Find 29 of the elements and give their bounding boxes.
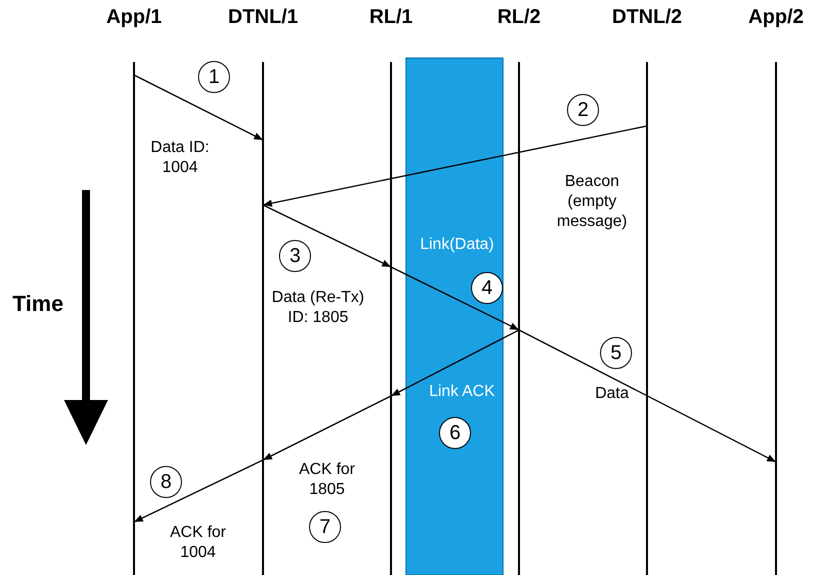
step-number: 2 <box>567 94 599 126</box>
lifeline-label: RL/2 <box>496 6 542 29</box>
edge-label: Link(Data) <box>419 235 495 255</box>
message-arrow <box>262 204 392 268</box>
edge-label: Beacon (empty message) <box>556 172 628 232</box>
edge-label: ACK for 1805 <box>298 460 356 500</box>
message-arrow <box>134 459 264 523</box>
message-arrow <box>390 266 520 331</box>
lifeline-label: App/1 <box>105 6 163 29</box>
message-arrow <box>262 395 392 461</box>
step-number: 3 <box>279 240 311 272</box>
lifeline-label: DTNL/1 <box>227 6 299 29</box>
step-number: 5 <box>600 337 632 369</box>
message-arrow <box>134 74 264 141</box>
edge-label: Data <box>594 384 630 404</box>
step-number: 1 <box>198 61 230 93</box>
lifeline-label: App/2 <box>747 6 805 29</box>
edge-label: Link ACK <box>428 382 496 402</box>
message-arrow <box>262 125 648 207</box>
lifeline-label: RL/1 <box>368 6 414 29</box>
edge-label: ACK for 1004 <box>168 523 227 563</box>
message-arrow <box>390 329 520 397</box>
message-arrow <box>518 329 776 463</box>
edge-label: Data (Re-Tx) ID: 1805 <box>270 288 366 328</box>
lifeline-label: DTNL/2 <box>611 6 683 29</box>
step-number: 8 <box>150 466 182 498</box>
axis-label: Time <box>12 294 64 314</box>
edge-label: Data ID: 1004 <box>150 138 210 178</box>
step-number: 7 <box>309 511 341 543</box>
